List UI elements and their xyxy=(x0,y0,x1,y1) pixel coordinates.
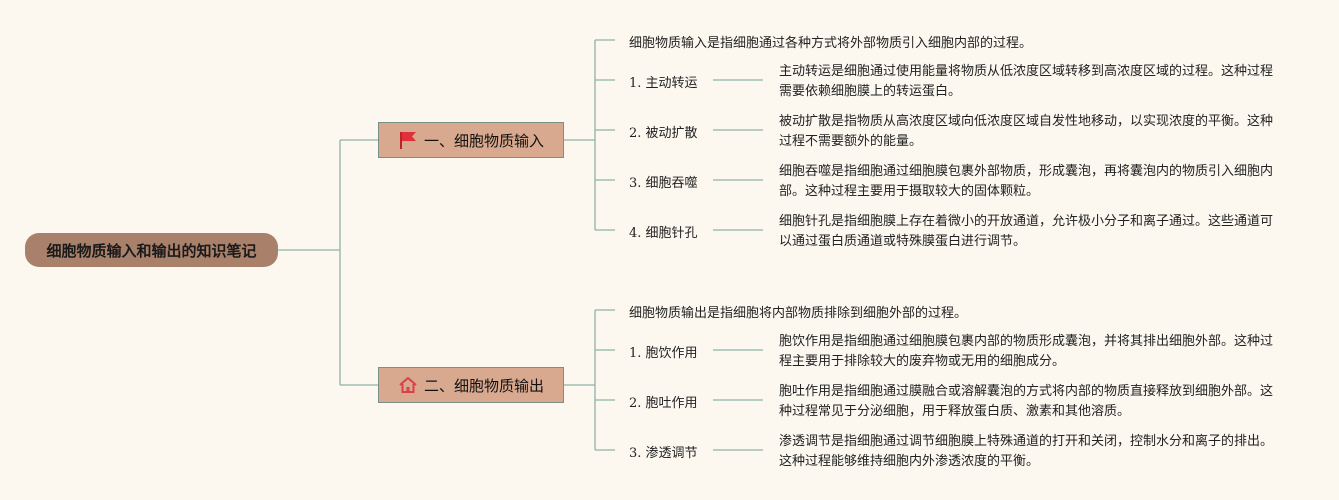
topic-label: 一、细胞物质输入 xyxy=(423,131,544,150)
sub-item-passive-diffusion[interactable]: 2. 被动扩散 xyxy=(629,126,698,141)
house-icon xyxy=(398,375,418,395)
leaf-description: 胞饮作用是指细胞通过细胞膜包裹内部的物质形成囊泡，并将其排出细胞外部。这种过程主… xyxy=(779,334,1274,369)
leaf-description: 胞吐作用是指细胞通过膜融合或溶解囊泡的方式将内部的物质直接释放到细胞外部。这种过… xyxy=(779,384,1274,419)
topic-input[interactable]: 一、细胞物质输入 xyxy=(378,122,564,158)
sub-item-phagocytosis[interactable]: 3. 细胞吞噬 xyxy=(629,176,698,191)
topic-label: 二、细胞物质输出 xyxy=(423,376,544,395)
leaf-description: 细胞吞噬是指细胞通过细胞膜包裹外部物质，形成囊泡，再将囊泡内的物质引入细胞内部。… xyxy=(779,164,1274,199)
sub-item-active-transport[interactable]: 1. 主动转运 xyxy=(629,76,698,91)
leaf-description: 细胞针孔是指细胞膜上存在着微小的开放通道，允许极小分子和离子通过。这些通道可以通… xyxy=(779,214,1274,249)
sub-item-osmoregulation[interactable]: 3. 渗透调节 xyxy=(629,446,698,461)
root-node[interactable]: 细胞物质输入和输出的知识笔记 xyxy=(25,233,278,267)
root-title: 细胞物质输入和输出的知识笔记 xyxy=(46,241,257,260)
topic-output[interactable]: 二、细胞物质输出 xyxy=(378,367,564,403)
leaf-description: 被动扩散是指物质从高浓度区域向低浓度区域自发性地移动，以实现浓度的平衡。这种过程… xyxy=(779,114,1274,149)
topic-intro: 细胞物质输出是指细胞将内部物质排除到细胞外部的过程。 xyxy=(629,306,968,321)
leaf-description: 渗透调节是指细胞通过调节细胞膜上特殊通道的打开和关闭，控制水分和离子的排出。这种… xyxy=(779,434,1274,469)
red-flag-icon xyxy=(398,130,418,150)
topic-intro: 细胞物质输入是指细胞通过各种方式将外部物质引入细胞内部的过程。 xyxy=(629,36,1033,51)
sub-item-exocytosis[interactable]: 2. 胞吐作用 xyxy=(629,396,698,411)
sub-item-pinhole[interactable]: 4. 细胞针孔 xyxy=(629,226,698,241)
leaf-description: 主动转运是细胞通过使用能量将物质从低浓度区域转移到高浓度区域的过程。这种过程需要… xyxy=(779,64,1274,99)
sub-item-pinocytosis[interactable]: 1. 胞饮作用 xyxy=(629,346,698,361)
